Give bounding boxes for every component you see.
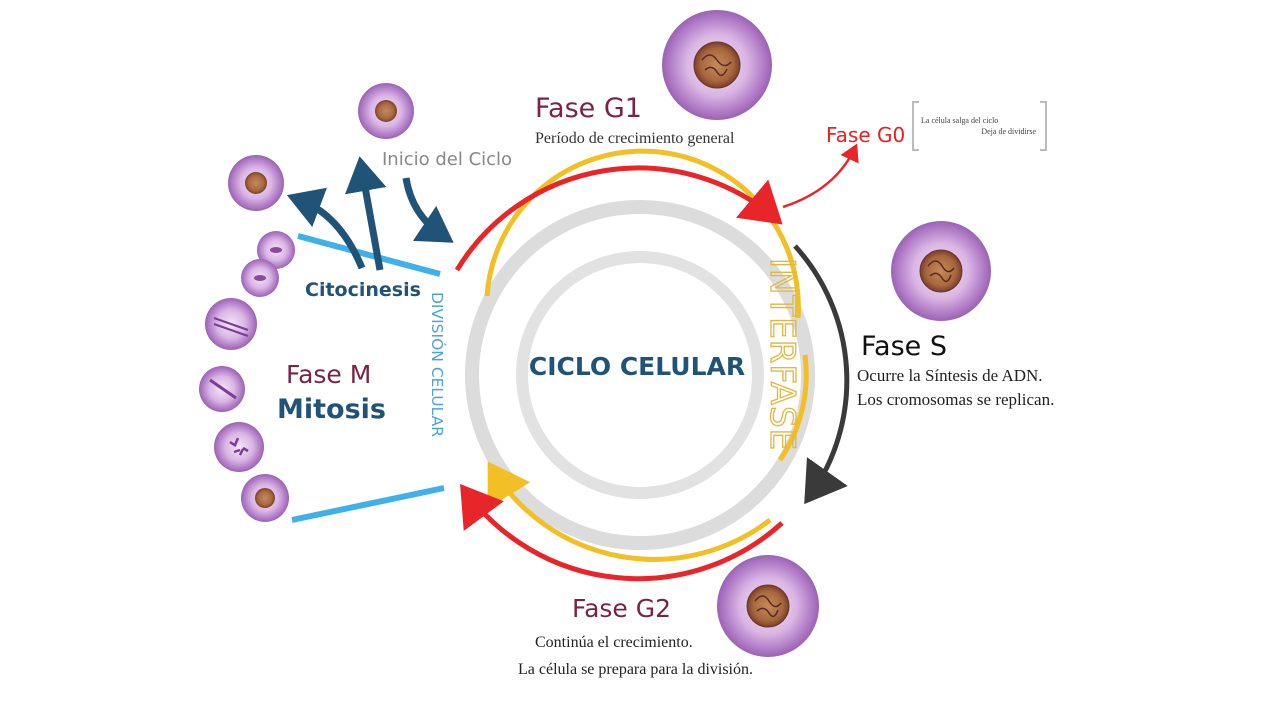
cell-telophase (241, 231, 295, 297)
inner-gray-ring (516, 251, 764, 499)
citocinesis-arrow-left (286, 187, 366, 270)
g2-line2: La célula se prepara para la división. (518, 661, 753, 678)
s-line2: Los cromosomas se replican. (857, 390, 1054, 409)
g2-line1: Continúa el crecimiento. (535, 634, 693, 651)
division-line-bottom (291, 485, 445, 523)
s-line1: Ocurre la Síntesis de ADN. (857, 366, 1043, 385)
m-title: Fase M (286, 360, 371, 389)
g0-note-line1: La célula salga del ciclo (921, 116, 998, 125)
yellow-arc-right (777, 354, 809, 462)
cell-g1 (662, 10, 772, 120)
cell-metaphase (199, 366, 245, 412)
cell-anaphase (205, 298, 257, 350)
g1-title: Fase G1 (535, 93, 642, 124)
center-title: CICLO CELULAR (529, 352, 745, 381)
g0-bracket-left (912, 101, 919, 151)
interfase-label: INTERFASE (762, 258, 802, 451)
g1-description: Período de crecimiento general (535, 130, 735, 147)
division-label: DIVISIÓN CELULAR (428, 292, 447, 437)
g0-note-line2: Deja de dividirse (981, 127, 1036, 136)
cell-s (891, 221, 991, 321)
g0-arrow (782, 143, 859, 209)
cell-early (241, 474, 289, 522)
inicio-arrow-down (402, 177, 454, 243)
red-arc-g2 (460, 483, 784, 582)
inicio-label: Inicio del Ciclo (382, 149, 512, 170)
s-title: Fase S (861, 331, 947, 362)
division-line-top (297, 233, 441, 277)
g0-bracket-right (1040, 101, 1047, 151)
citocinesis-label: Citocinesis (305, 279, 421, 301)
g0-title: Fase G0 (826, 123, 905, 147)
g2-title: Fase G2 (572, 594, 671, 623)
red-arc-g1 (454, 165, 783, 272)
cell-g2 (717, 555, 819, 657)
citocinesis-arrow-up (344, 156, 387, 271)
yellow-arc-bottom (487, 461, 772, 562)
yellow-arc-top (484, 148, 801, 319)
m-subtitle: Mitosis (277, 394, 386, 425)
dark-arc-s-phase (793, 244, 850, 505)
cell-inicio (358, 83, 414, 139)
cell-daughter (228, 155, 284, 211)
cell-prophase (214, 422, 264, 472)
